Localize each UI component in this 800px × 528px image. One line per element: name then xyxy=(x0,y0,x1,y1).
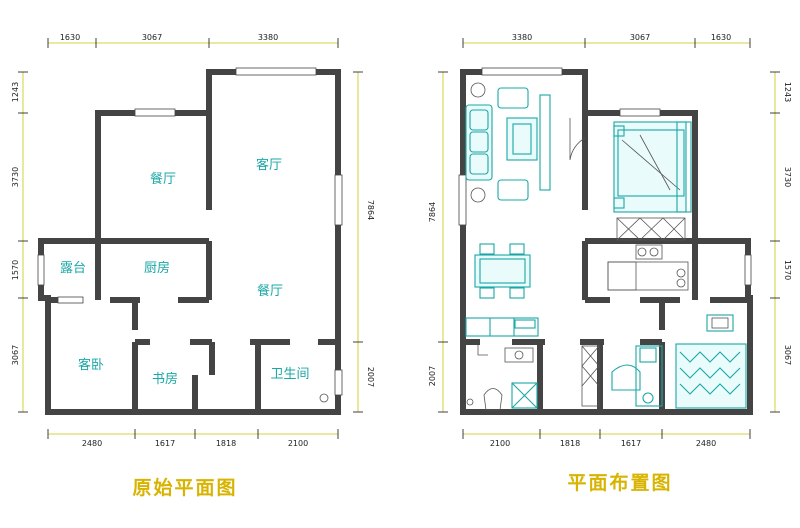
dining-table xyxy=(474,243,531,299)
left-left-dim-1: 1243 xyxy=(11,82,20,102)
right-left-dim-2: 2007 xyxy=(428,366,437,386)
left-window-terrace xyxy=(37,254,45,286)
left-dimension-lines xyxy=(18,38,363,439)
right-top-dim-2: 3067 xyxy=(630,33,650,42)
left-top-dim-2: 3067 xyxy=(142,33,162,42)
left-bottom-dim-1: 2480 xyxy=(82,439,102,448)
left-top-dim-3: 3380 xyxy=(258,33,278,42)
left-window-bedroom xyxy=(57,296,84,304)
guest-bed xyxy=(675,314,747,409)
label-kitchen: 厨房 xyxy=(144,260,170,276)
right-bottom-dim-4: 2480 xyxy=(696,439,716,448)
left-right-dim-2: 2007 xyxy=(366,367,375,387)
study-desk xyxy=(581,345,663,407)
right-right-dim-2: 3730 xyxy=(783,167,792,187)
right-plan-title: 平面布置图 xyxy=(567,471,672,494)
right-right-dim-4: 3067 xyxy=(783,345,792,365)
left-bottom-dim-3: 1818 xyxy=(216,439,236,448)
right-bottom-dim-3: 1617 xyxy=(621,439,641,448)
left-window-bath xyxy=(334,369,343,396)
label-study: 书房 xyxy=(152,371,178,387)
label-terrace: 露台 xyxy=(60,261,86,276)
left-left-dim-3: 1570 xyxy=(11,260,20,280)
left-toilet-symbol xyxy=(319,393,329,403)
right-window-top xyxy=(481,67,563,76)
left-plan: 1630 3067 3380 2480 1617 1818 2100 1243 … xyxy=(11,33,375,499)
sofa-set xyxy=(465,82,551,203)
right-left-dim-1: 7864 xyxy=(428,202,437,222)
bed xyxy=(613,121,692,213)
left-bottom-dim-2: 1617 xyxy=(155,439,175,448)
right-window-bedroom xyxy=(619,108,661,117)
storage-cabinets xyxy=(465,317,539,363)
right-window-east-top xyxy=(744,254,752,286)
kitchen-counter xyxy=(607,244,689,291)
right-bottom-dim-1: 2100 xyxy=(490,439,510,448)
label-bathroom: 卫生间 xyxy=(270,367,309,382)
label-guest-bedroom: 客卧 xyxy=(78,357,104,373)
left-left-dim-2: 3730 xyxy=(11,167,20,187)
left-window-east xyxy=(334,174,343,226)
label-dining-mid: 餐厅 xyxy=(257,283,283,299)
bathroom-fixtures xyxy=(466,382,538,411)
right-dimension-lines xyxy=(438,38,780,439)
left-top-dim-1: 1630 xyxy=(60,33,80,42)
wardrobe xyxy=(616,217,686,241)
left-right-dim-1: 7864 xyxy=(366,200,375,220)
left-left-dim-4: 3067 xyxy=(11,345,20,365)
label-living: 客厅 xyxy=(256,157,282,173)
left-bottom-dim-4: 2100 xyxy=(288,439,308,448)
right-plan: 3380 3067 1630 2100 1818 1617 2480 7864 … xyxy=(428,33,792,494)
left-plan-title: 原始平面图 xyxy=(132,476,237,499)
right-right-dim-3: 1570 xyxy=(783,260,792,280)
right-top-dim-3: 1630 xyxy=(711,33,731,42)
left-window-top xyxy=(235,67,317,76)
left-window-dining xyxy=(134,108,176,117)
right-right-dim-1: 1243 xyxy=(783,82,792,102)
right-window-west xyxy=(458,174,467,226)
right-top-dim-1: 3380 xyxy=(512,33,532,42)
label-dining-top: 餐厅 xyxy=(150,171,176,187)
right-door-living xyxy=(569,118,586,161)
right-bottom-dim-2: 1818 xyxy=(560,439,580,448)
